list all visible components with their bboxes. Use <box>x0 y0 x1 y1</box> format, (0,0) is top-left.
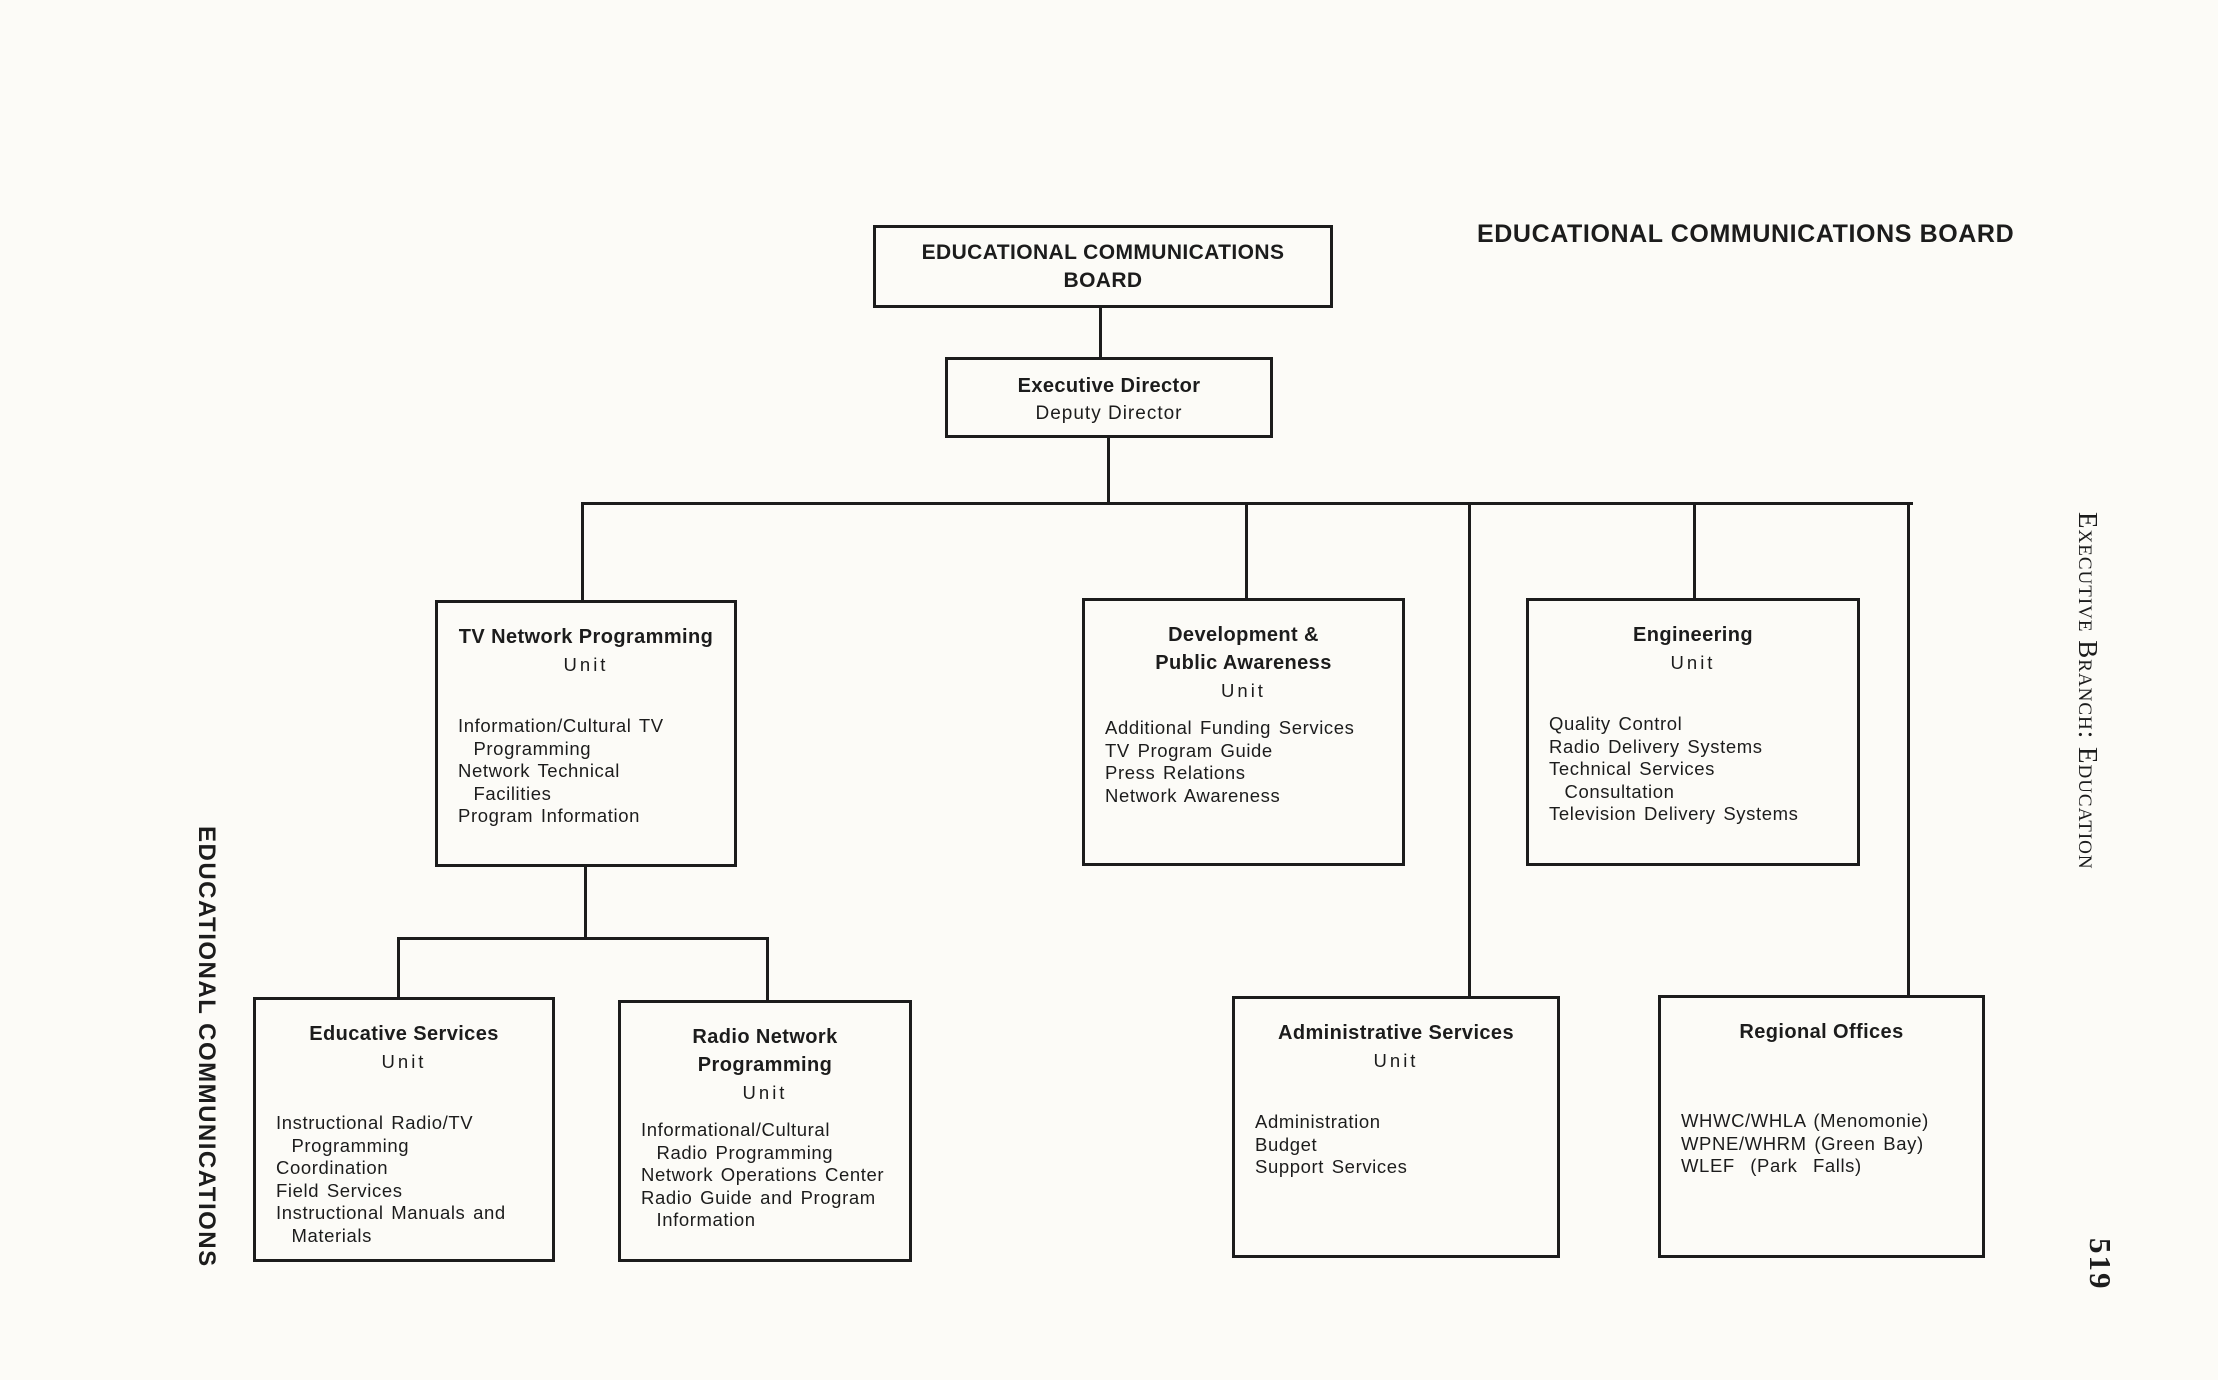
unit-label: Unit <box>381 1051 427 1072</box>
unit-label: Unit <box>1670 652 1716 673</box>
page-number: 519 <box>2083 1238 2118 1291</box>
unit-title: Regional Offices <box>1739 1021 1904 1043</box>
unit-items: Quality Control Radio Delivery Systems T… <box>1549 713 1799 824</box>
connector-tv-subtree-stem <box>584 867 587 937</box>
connector-drop-regional <box>1907 505 1910 995</box>
unit-label: Unit <box>1373 1050 1419 1071</box>
connector-drop-radio-network <box>766 940 769 1000</box>
unit-title: Development & Public Awareness <box>1155 624 1332 674</box>
org-box-executive-director: Executive Director Deputy Director <box>945 357 1273 438</box>
unit-label: Unit <box>742 1082 788 1103</box>
unit-items: Informational/Cultural Radio Programming… <box>641 1119 885 1230</box>
org-box-administrative-services: Administrative Services Unit Administrat… <box>1232 996 1560 1258</box>
unit-title: Administrative Services <box>1278 1022 1514 1044</box>
org-box-tv-network-programming: TV Network Programming Unit Information/… <box>435 600 737 867</box>
org-box-board: EDUCATIONAL COMMUNICATIONS BOARD <box>873 225 1333 308</box>
unit-items: Administration Budget Support Services <box>1255 1111 1408 1177</box>
org-box-regional-offices: Regional Offices WHWC/WHLA (Menomonie) W… <box>1658 995 1985 1258</box>
unit-title: Engineering <box>1633 624 1753 646</box>
left-margin-chapter-label: EDUCATIONAL COMMUNICATIONS <box>193 826 220 1268</box>
unit-title: Educative Services <box>309 1023 499 1045</box>
connector-subtree-horizontal <box>397 937 769 940</box>
unit-items: Instructional Radio/TV Programming Coord… <box>276 1112 506 1246</box>
unit-items: WHWC/WHLA (Menomonie) WPNE/WHRM (Green B… <box>1681 1110 1929 1176</box>
connector-drop-tv-network <box>581 505 584 600</box>
connector-drop-development <box>1245 505 1248 598</box>
connector-drop-administrative <box>1468 505 1471 996</box>
deputy-director-subtitle: Deputy Director <box>1035 403 1183 424</box>
connector-root-to-executive <box>1099 308 1102 357</box>
right-margin-section-label: Executive Branch: Education <box>2073 512 2103 870</box>
org-box-board-title: EDUCATIONAL COMMUNICATIONS BOARD <box>921 241 1285 292</box>
unit-label: Unit <box>1221 680 1266 701</box>
org-box-development-public-awareness: Development & Public Awareness Unit Addi… <box>1082 598 1405 866</box>
executive-director-title: Executive Director <box>1017 375 1201 397</box>
connector-drop-educative <box>397 940 400 997</box>
unit-title: Radio Network Programming <box>692 1026 838 1076</box>
connector-main-horizontal <box>581 502 1913 505</box>
unit-title: TV Network Programming <box>458 626 714 648</box>
unit-items: Information/Cultural TV Programming Netw… <box>458 715 664 826</box>
org-box-educative-services: Educative Services Unit Instructional Ra… <box>253 997 555 1262</box>
unit-items: Additional Funding Services TV Program G… <box>1105 717 1355 806</box>
org-box-radio-network-programming: Radio Network Programming Unit Informati… <box>618 1000 912 1262</box>
page-header-title: EDUCATIONAL COMMUNICATIONS BOARD <box>1477 220 2015 248</box>
connector-drop-engineering <box>1693 505 1696 598</box>
unit-label: Unit <box>563 654 609 675</box>
connector-executive-stem <box>1107 438 1110 502</box>
org-box-engineering: Engineering Unit Quality Control Radio D… <box>1526 598 1860 866</box>
